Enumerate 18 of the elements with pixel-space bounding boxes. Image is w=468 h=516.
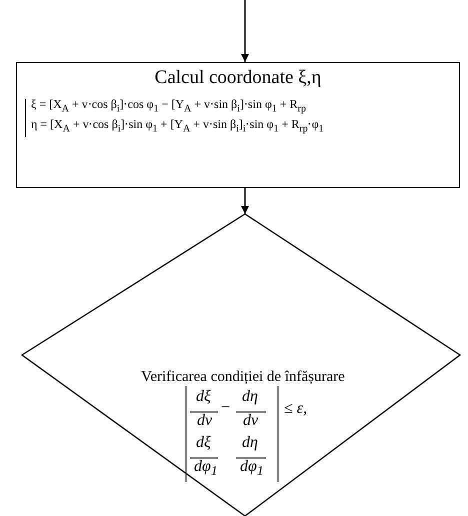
formula-text: ≤ ε, [284,400,308,418]
formula-text: dφ$_{1}$ [194,458,218,480]
formula-text: dφ$_{1}$ [240,458,264,480]
arrow [241,0,249,62]
formula-text: dη [242,434,258,452]
formula-text: dη [242,388,258,406]
formula-text: − [221,399,230,417]
decision-diamond [22,214,464,516]
formula-text: dξ [196,388,211,406]
formula-text: ξ = [X$_{A}$ + v⋅cos β$_{i}$]⋅cos φ$_{1}$ − [Y$_{A}$ + v⋅sin β$_{i}$]⋅sin φ$_{1}$ + R$_{rp}$ [31,97,306,114]
node-title: Calcul coordonate ξ,η [154,67,322,89]
arrow [241,188,249,214]
formula-text: dξ [196,434,211,452]
formula-text: η = [X$_{A}$ + v⋅cos β$_{i}$]⋅sin φ$_{1}$ + [Y$_{A}$ + v⋅sin β$_{i}$]$_{i}$⋅sin φ$_{1}$ + R$_{rp}$⋅φ$_{1}$ [31,117,324,134]
node-title: Verificarea condiției de înfășurare [140,369,346,386]
process-box [16,62,460,188]
formula-text: dv [197,412,212,430]
formula-text: dv [243,412,258,430]
